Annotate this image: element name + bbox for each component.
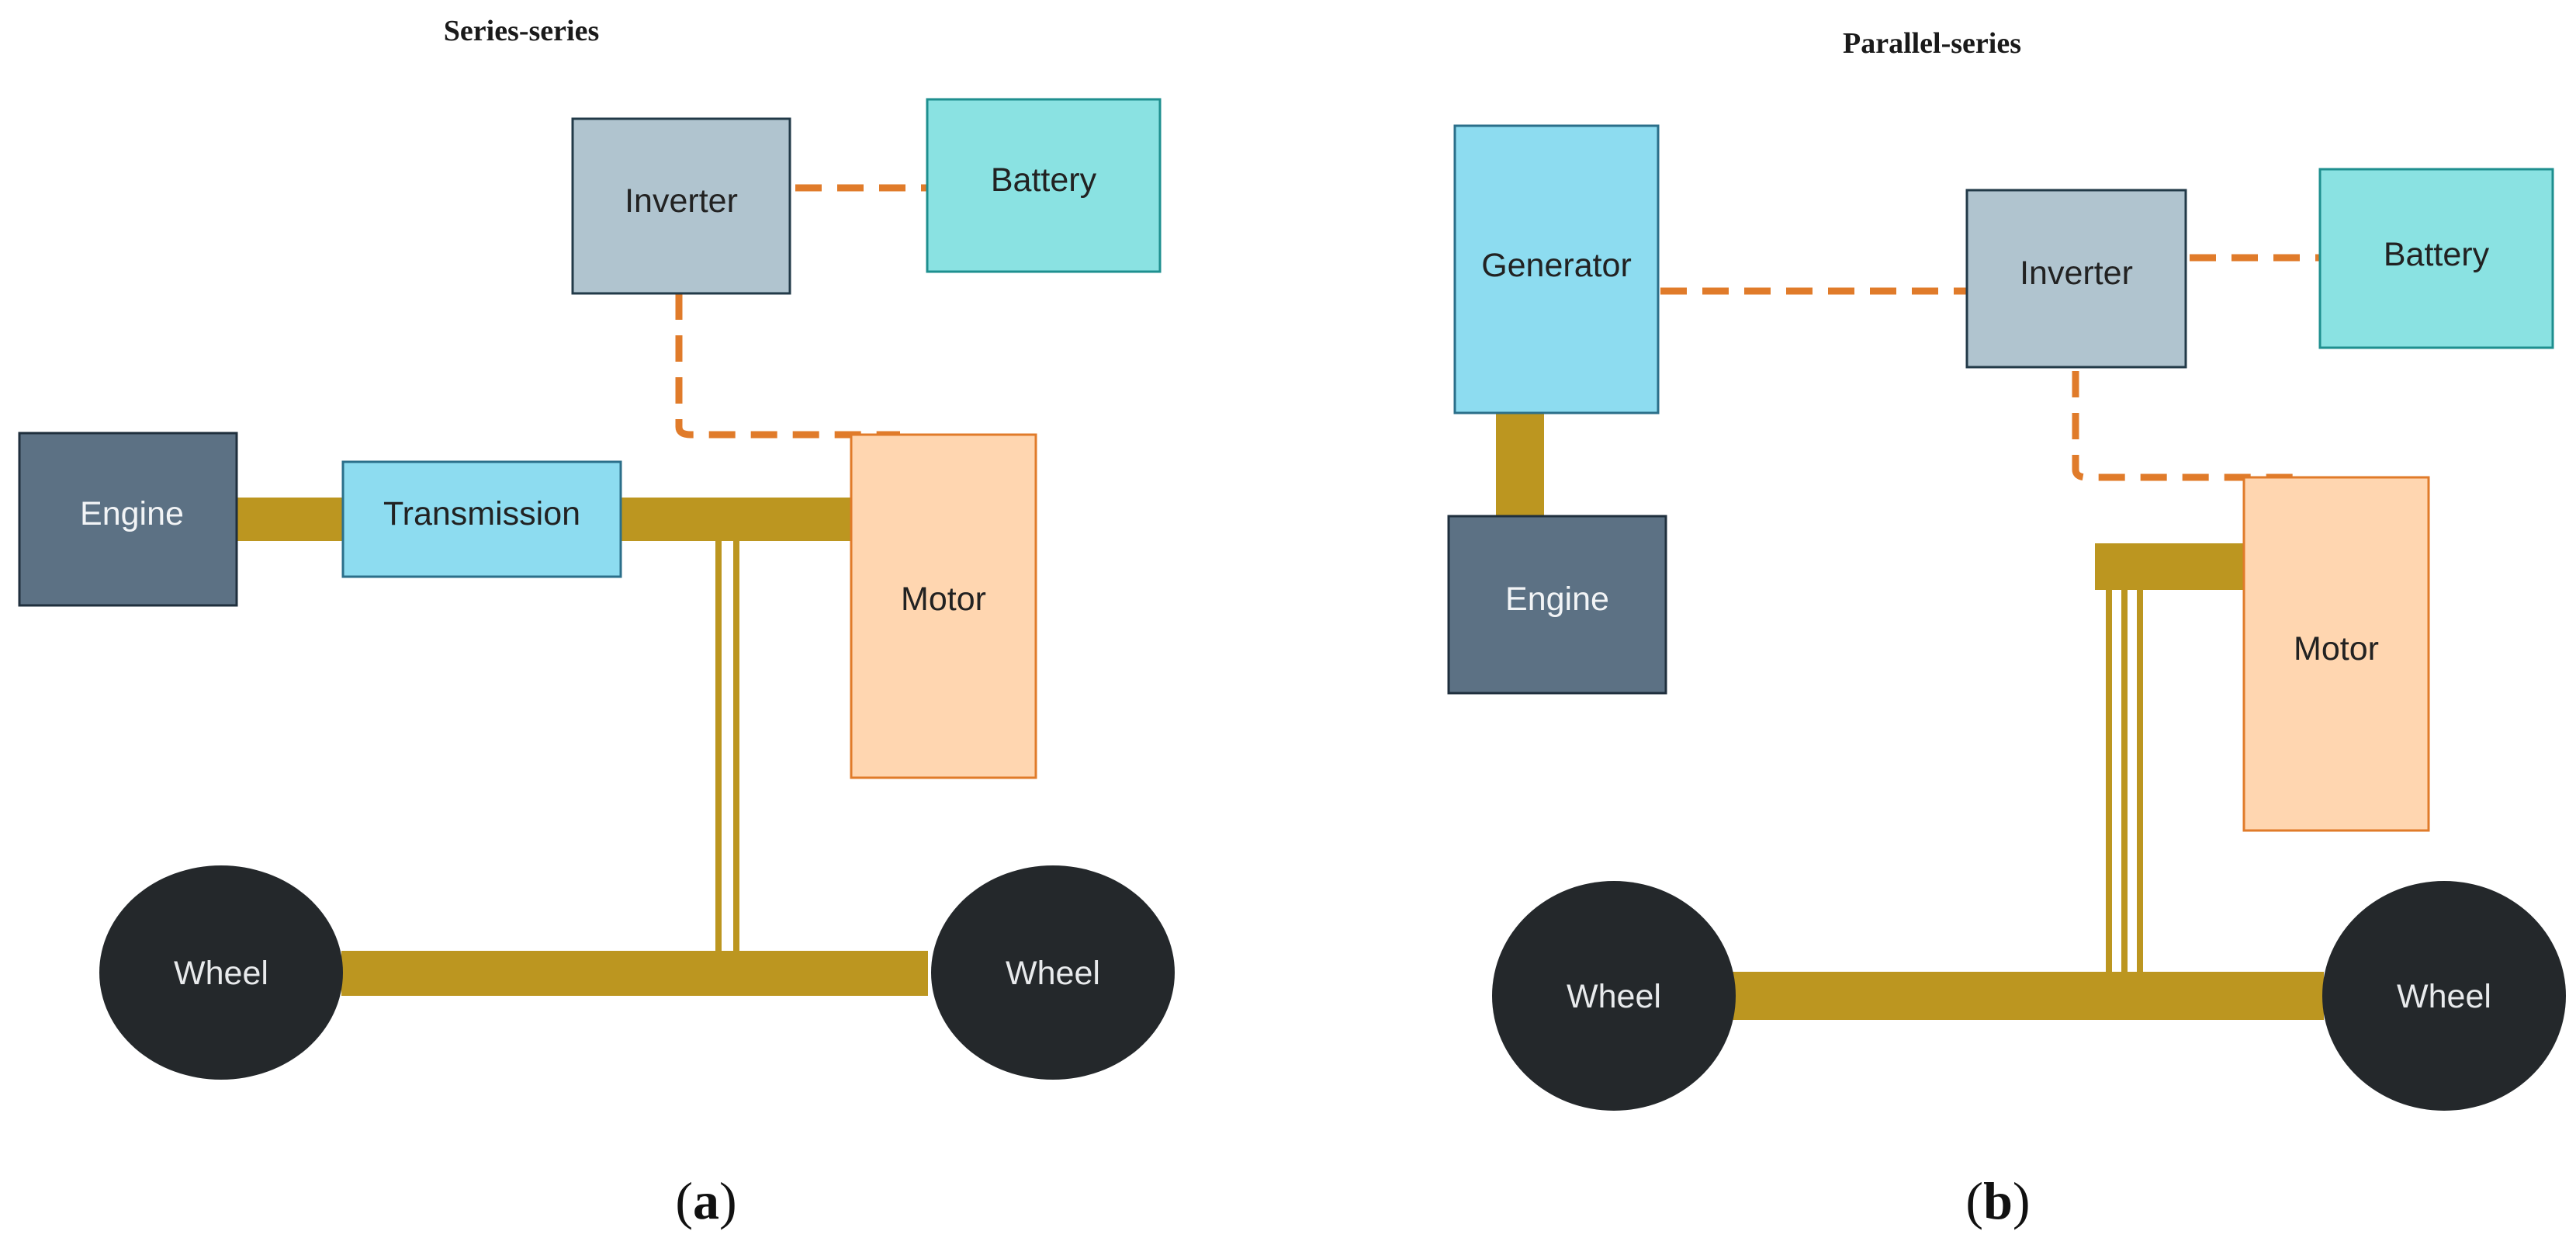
panel-b: Parallel-series Generator Inverter Batte…	[1447, 27, 2566, 1230]
panel-a-battery-block: Battery	[926, 98, 1162, 273]
panel-a: Series-series Inverter Battery Engine Tr…	[18, 15, 1175, 1230]
panel-b-wheel-left-label: Wheel	[1567, 978, 1661, 1015]
panel-a-wheel-right: Wheel	[931, 865, 1175, 1080]
panel-b-motor-label: Motor	[2294, 630, 2379, 668]
panel-a-title: Series-series	[444, 15, 599, 47]
panel-a-wheel-left: Wheel	[99, 865, 343, 1080]
panel-b-motor-shaft	[2095, 543, 2246, 590]
panel-b-generator-block: Generator	[1453, 124, 1660, 414]
panel-a-axle	[341, 951, 928, 996]
panel-a-engine-block: Engine	[18, 432, 238, 607]
panel-b-engine-generator-shaft	[1496, 413, 1544, 518]
panel-a-transmission-motor-shaft	[621, 498, 853, 541]
panel-b-engine-block: Engine	[1447, 515, 1667, 695]
panel-a-inverter-motor-link	[675, 293, 900, 439]
panel-a-battery-label: Battery	[991, 161, 1097, 199]
panel-a-motor-label: Motor	[901, 581, 986, 618]
panel-a-motor-block: Motor	[850, 433, 1037, 779]
panel-a-engine-transmission-shaft	[237, 498, 345, 541]
panel-b-axle	[1730, 972, 2324, 1020]
panel-a-wheel-left-label: Wheel	[174, 955, 268, 992]
panel-b-inverter-motor-link	[2072, 371, 2293, 481]
panel-b-caption: (b)	[1965, 1171, 2030, 1230]
panel-b-inverter-block: Inverter	[1965, 189, 2187, 369]
panel-b-motor-block: Motor	[2242, 476, 2430, 832]
panel-b-generator-label: Generator	[1481, 247, 1632, 284]
panel-a-engine-label: Engine	[80, 495, 184, 532]
panel-b-wheel-left: Wheel	[1492, 881, 1736, 1111]
panel-b-wheel-right: Wheel	[2322, 881, 2566, 1111]
panel-a-transmission-block: Transmission	[341, 460, 622, 578]
panel-a-wheel-right-label: Wheel	[1006, 955, 1100, 992]
panel-a-caption: (a)	[675, 1171, 736, 1230]
panel-b-inverter-label: Inverter	[2020, 255, 2133, 292]
panel-a-inverter-block: Inverter	[571, 117, 791, 295]
panel-b-battery-label: Battery	[2384, 236, 2490, 273]
panel-a-transmission-label: Transmission	[383, 495, 580, 532]
panel-a-inverter-label: Inverter	[625, 182, 738, 220]
panel-b-battery-block: Battery	[2318, 168, 2554, 349]
panel-b-wheel-right-label: Wheel	[2397, 978, 2491, 1015]
panel-b-engine-label: Engine	[1505, 581, 1609, 618]
panel-b-title: Parallel-series	[1843, 27, 2021, 60]
